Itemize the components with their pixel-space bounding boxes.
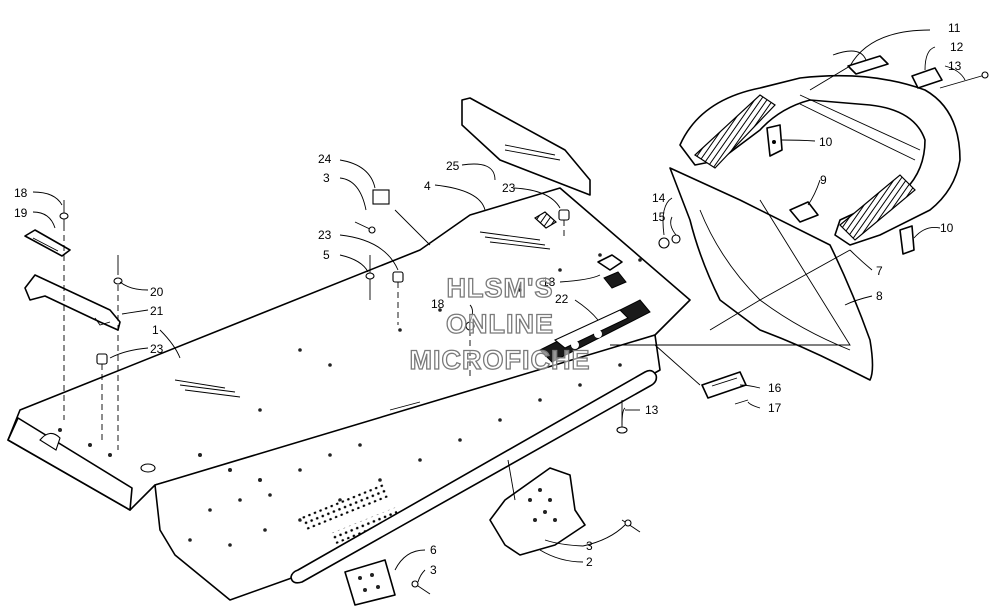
hitch-part-22 xyxy=(539,299,651,363)
bracket-part-19 xyxy=(24,229,71,257)
bracket-10-upper xyxy=(766,124,783,157)
side-vent-rows xyxy=(300,483,400,545)
callout-21: 21 xyxy=(150,304,164,318)
callout-16: 16 xyxy=(768,381,782,395)
flap-part-25 xyxy=(461,97,591,196)
plate-part-6 xyxy=(344,559,396,606)
plate-part-16 xyxy=(701,371,747,399)
callout-3-right: 3 xyxy=(586,539,593,553)
callout-25: 25 xyxy=(446,159,460,173)
bracket-9 xyxy=(789,201,819,223)
callout-11: 11 xyxy=(948,21,961,35)
callout-labels: 18 19 20 21 1 23 24 3 23 5 25 4 23 18 13… xyxy=(14,21,964,577)
clip-part xyxy=(597,254,627,289)
callout-12: 12 xyxy=(950,40,964,54)
callout-8: 8 xyxy=(876,289,883,303)
callout-19: 19 xyxy=(14,206,28,220)
callout-24: 24 xyxy=(318,152,332,166)
tunnel-part xyxy=(7,187,691,601)
decal-part-24 xyxy=(372,189,390,205)
callout-3-top: 3 xyxy=(323,171,330,185)
watermark-line-1: HLSM'S xyxy=(447,273,554,303)
callout-9: 9 xyxy=(820,173,827,187)
callout-5: 5 xyxy=(323,248,330,262)
callout-23-left: 23 xyxy=(150,342,164,356)
callout-20: 20 xyxy=(150,285,164,299)
callout-17: 17 xyxy=(768,401,782,415)
callout-13-top: 13 xyxy=(948,59,962,73)
watermark-line-2: ONLINE xyxy=(446,309,554,339)
callout-23-mid: 23 xyxy=(318,228,332,242)
plate-part-11 xyxy=(847,55,889,75)
callout-18-mid: 18 xyxy=(431,297,445,311)
cap-part xyxy=(533,211,558,229)
callout-1: 1 xyxy=(152,323,159,337)
plate-part-12 xyxy=(911,67,943,89)
callout-22: 22 xyxy=(555,292,569,306)
callout-7: 7 xyxy=(876,264,883,278)
leader-lines xyxy=(32,29,966,583)
bracket-part-21 xyxy=(24,274,121,331)
callout-2: 2 xyxy=(586,555,593,569)
bracket-part-2 xyxy=(489,467,586,556)
watermark-line-3: MICROFICHE xyxy=(410,345,591,375)
callout-6: 6 xyxy=(430,543,437,557)
callout-10-lower: 10 xyxy=(940,221,954,235)
callout-15: 15 xyxy=(652,210,666,224)
callout-18: 18 xyxy=(14,186,28,200)
bumper-part-7 xyxy=(679,74,961,246)
guard-part-8 xyxy=(669,167,874,381)
watermark: HLSM'S ONLINE MICROFICHE xyxy=(409,272,591,375)
callout-3-bottom: 3 xyxy=(430,563,437,577)
callout-10-upper: 10 xyxy=(819,135,833,149)
fasteners xyxy=(59,71,989,595)
bracket-10-lower xyxy=(899,225,915,255)
callout-4: 4 xyxy=(424,179,431,193)
callout-14: 14 xyxy=(652,191,666,205)
deck-texture xyxy=(174,231,551,411)
callout-23-top: 23 xyxy=(502,181,516,195)
tunnel-holes xyxy=(58,253,642,547)
callout-13-mid: 13 xyxy=(542,275,556,289)
callout-13-bottom: 13 xyxy=(645,403,659,417)
